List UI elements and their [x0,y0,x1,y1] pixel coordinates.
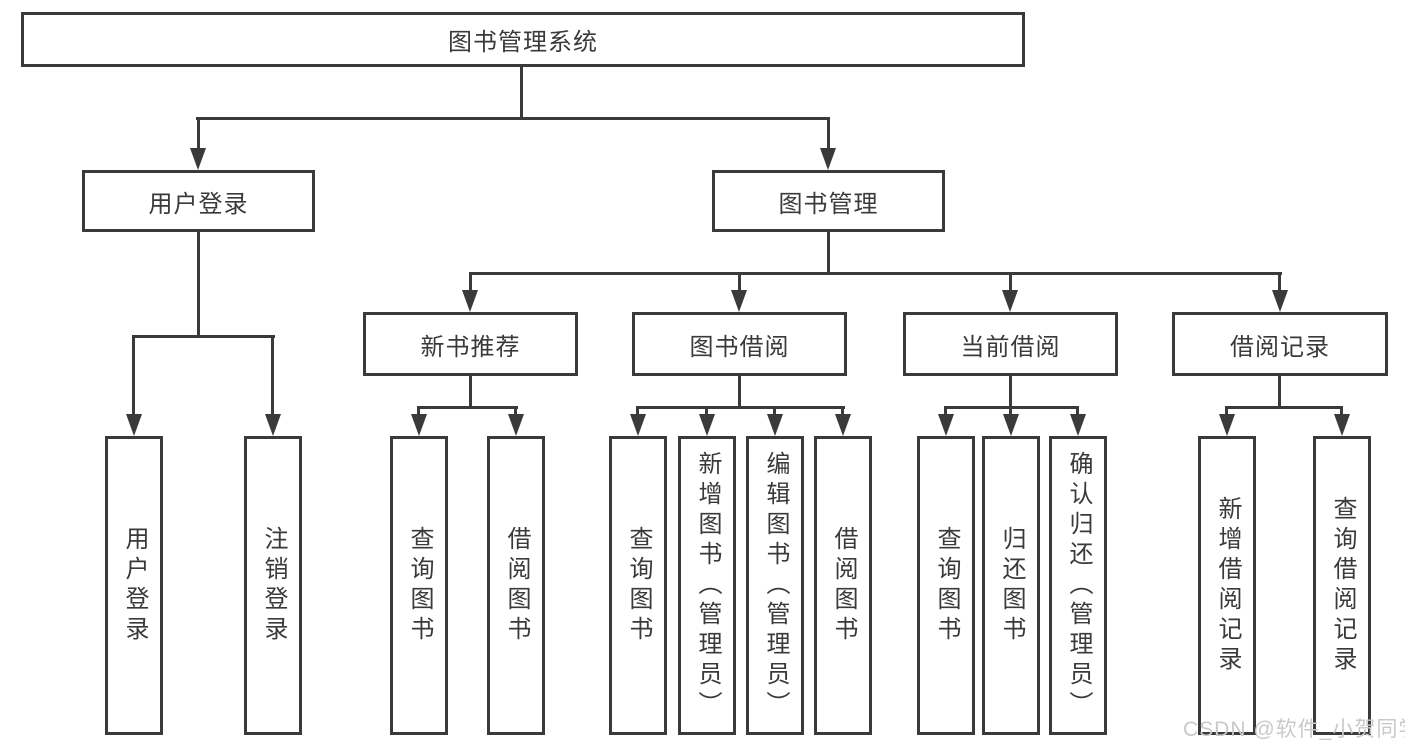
arrow-down-icon [126,414,142,436]
connector-drop [271,335,274,416]
node-book-borrow: 图书借阅 [632,312,847,376]
node-borrow-records: 借阅记录 [1172,312,1388,376]
leaf-user-login: 用户登录 [105,436,163,735]
connector-drop [1225,406,1228,416]
connector-rail [196,117,830,120]
connector-drop [944,406,947,416]
arrow-down-icon [1334,414,1350,436]
arrow-down-icon [630,414,646,436]
csdn-watermark: CSDN @软件_小贺同学 [1183,718,1405,741]
leaf-confirm-return-admin: 确认归还（管理员） [1049,436,1107,735]
leaf-query-borrow-record: 查询借阅记录 [1313,436,1371,735]
leaf-borrow-books-recommend: 借阅图书 [487,436,545,735]
leaf-query-books-borrow: 查询图书 [609,436,667,735]
leaf-return-books: 归还图书 [982,436,1040,735]
arrow-down-icon [938,414,954,436]
arrow-down-icon [1272,290,1288,312]
connector-rail [945,406,1079,409]
arrow-down-icon [190,148,206,170]
node-current-borrow: 当前借阅 [903,312,1118,376]
connector-stem [197,232,200,335]
node-book-management: 图书管理 [712,170,945,232]
connector-drop [417,406,420,416]
connector-stem [827,232,830,272]
node-user-login: 用户登录 [82,170,315,232]
arrow-down-icon [411,414,427,436]
connector-drop [738,272,741,292]
leaf-query-books-recommend: 查询图书 [390,436,448,735]
connector-drop [1340,406,1343,416]
node-new-book-recommend: 新书推荐 [363,312,578,376]
connector-drop [1278,272,1281,292]
connector-drop [705,406,708,416]
connector-rail [469,272,1282,275]
connector-stem [469,376,472,406]
arrow-down-icon [820,148,836,170]
arrow-down-icon [1002,290,1018,312]
connector-drop [636,406,639,416]
arrow-down-icon [767,414,783,436]
connector-drop [1009,272,1012,292]
arrow-down-icon [265,414,281,436]
connector-stem [1278,376,1281,406]
connector-drop [1076,406,1079,416]
connector-drop [841,406,844,416]
connector-drop [1009,406,1012,416]
connector-stem [738,376,741,406]
node-library-system: 图书管理系统 [21,12,1025,67]
arrow-down-icon [731,290,747,312]
connector-rail [1226,406,1343,409]
arrow-down-icon [835,414,851,436]
leaf-add-books-admin: 新增图书（管理员） [678,436,736,735]
arrow-down-icon [1219,414,1235,436]
connector-drop [773,406,776,416]
connector-rail [418,406,518,409]
connector-drop [827,117,830,150]
leaf-logout: 注销登录 [244,436,302,735]
arrow-down-icon [699,414,715,436]
leaf-add-borrow-record: 新增借阅记录 [1198,436,1256,735]
connector-drop [197,117,200,150]
connector-stem [1009,376,1012,406]
arrow-down-icon [1003,414,1019,436]
leaf-borrow-books: 借阅图书 [814,436,872,735]
leaf-edit-books-admin: 编辑图书（管理员） [746,436,804,735]
connector-rail [637,406,845,409]
leaf-query-books-current: 查询图书 [917,436,975,735]
connector-drop [514,406,517,416]
arrow-down-icon [462,290,478,312]
connector-stem [520,67,523,117]
connector-drop [132,335,135,416]
connector-drop [469,272,472,292]
connector-rail [132,335,275,338]
arrow-down-icon [1070,414,1086,436]
arrow-down-icon [508,414,524,436]
